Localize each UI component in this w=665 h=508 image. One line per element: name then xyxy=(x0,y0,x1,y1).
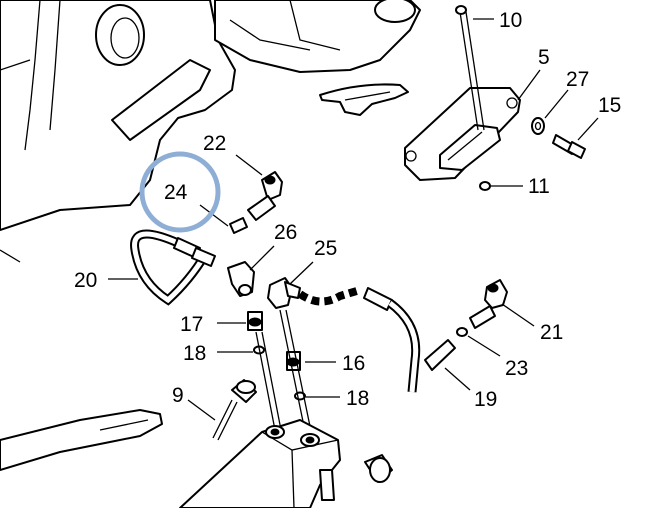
part-5-plate xyxy=(404,87,521,181)
part-19-hose xyxy=(387,299,456,393)
part-24-fitting xyxy=(229,217,248,234)
callout-27: 27 xyxy=(566,68,589,91)
callout-labels: 10 5 27 15 11 22 24 26 25 20 17 18 16 18… xyxy=(74,9,621,411)
callout-11: 11 xyxy=(528,175,550,198)
connecting-rods xyxy=(255,309,313,437)
part-22-fitting xyxy=(247,171,283,221)
part-25-elbow xyxy=(267,277,301,309)
part-9-pin xyxy=(212,379,257,441)
part-26-elbow xyxy=(227,261,255,297)
callout-22: 22 xyxy=(203,132,226,155)
callout-26: 26 xyxy=(274,221,297,244)
callout-19: 19 xyxy=(474,388,497,411)
callout-21: 21 xyxy=(540,321,563,344)
part-17-fitting xyxy=(247,311,263,331)
leader-lines xyxy=(108,18,599,421)
callout-16: 16 xyxy=(342,352,365,375)
callout-18-right: 18 xyxy=(346,387,369,410)
lower-bushing xyxy=(364,454,393,483)
callout-24: 24 xyxy=(164,181,188,204)
part-27-washer xyxy=(531,117,545,135)
part-20-hose xyxy=(130,229,216,306)
callout-25: 25 xyxy=(314,237,337,260)
lower-bracket xyxy=(179,419,341,508)
part-10-bolt xyxy=(455,5,485,131)
part-23-oring xyxy=(456,327,468,337)
callout-18-left: 18 xyxy=(183,342,206,365)
part-15-screw xyxy=(552,134,586,159)
callout-20: 20 xyxy=(74,269,97,292)
callout-10: 10 xyxy=(499,9,522,32)
part-11-nut xyxy=(479,181,491,191)
upper-lever-arm xyxy=(319,83,409,116)
highlight-ring xyxy=(139,151,221,233)
callout-17: 17 xyxy=(180,313,203,336)
lower-lever-arm xyxy=(0,409,163,471)
frame-bracket xyxy=(0,0,421,263)
callout-5: 5 xyxy=(538,46,550,69)
dashed-hose xyxy=(297,286,393,311)
callout-9: 9 xyxy=(172,384,184,407)
part-21-fitting xyxy=(469,279,508,329)
callout-23: 23 xyxy=(505,357,528,380)
callout-15: 15 xyxy=(598,94,621,117)
